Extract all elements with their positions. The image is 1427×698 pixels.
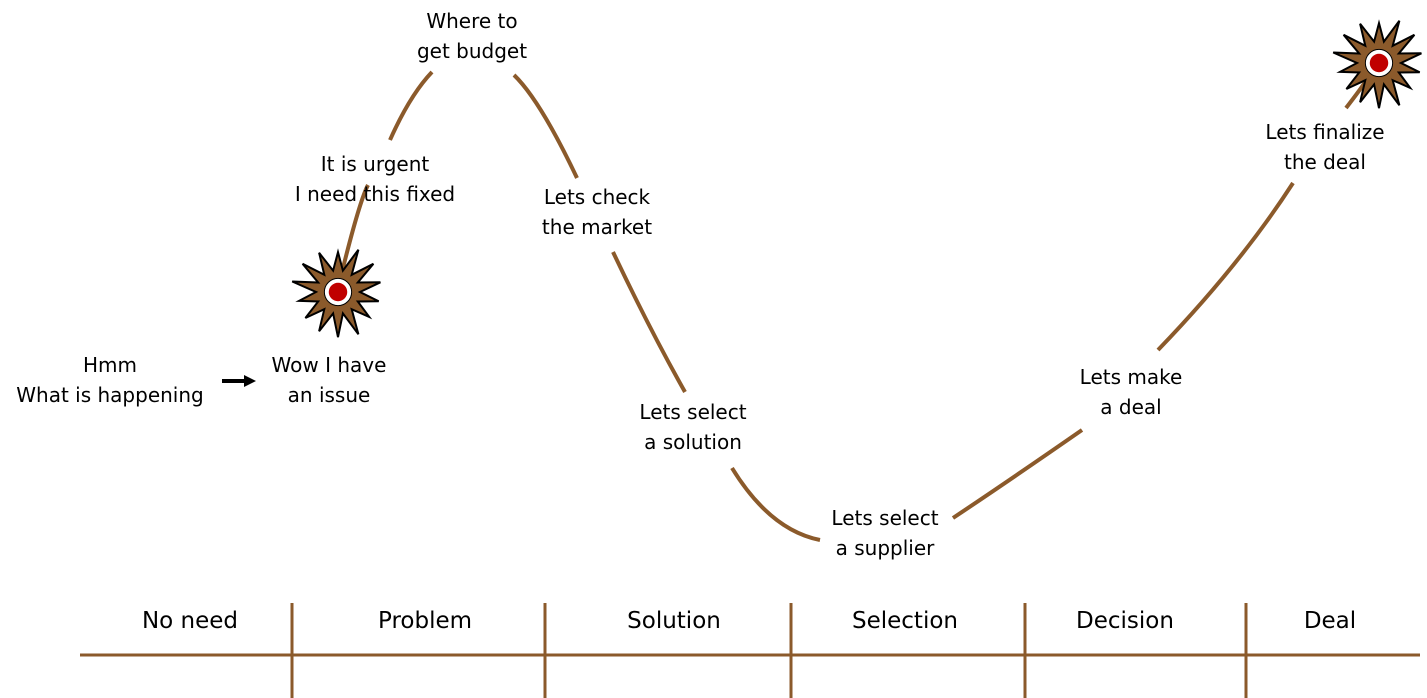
burst-icon (291, 248, 381, 338)
stage-problem: Problem (377, 608, 473, 634)
curve-segment-rise (341, 184, 370, 269)
curve-segment-peak-right (512, 73, 579, 179)
label-issue: Wow I have an issue (271, 353, 387, 407)
label-market: Lets check the market (541, 185, 653, 239)
label-budget: Where to get budget (416, 9, 528, 63)
label-deal: Lets make a deal (1079, 365, 1183, 419)
curve-segment-peak-left (388, 70, 434, 141)
burst-center (1369, 53, 1389, 73)
curve-segment-climb (951, 428, 1084, 520)
label-urgent: It is urgent I need this fixed (294, 152, 456, 206)
curve-segment-descent (611, 251, 687, 393)
stage-decision: Decision (1076, 608, 1174, 634)
stage-solution: Solution (627, 608, 721, 634)
label-solution: Lets select a solution (639, 400, 747, 454)
stage-selection: Selection (852, 608, 958, 634)
curve-segment-ascent (1156, 181, 1295, 352)
stage-deal: Deal (1303, 608, 1357, 634)
stage-no-need: No need (141, 608, 239, 634)
burst-center (328, 282, 348, 302)
arrow-right-icon (222, 375, 256, 387)
label-finalize: Lets finalize the deal (1265, 120, 1385, 174)
burst-icon (1332, 19, 1422, 109)
label-hmm: Hmm What is happening (16, 353, 204, 407)
label-supplier: Lets select a supplier (831, 506, 939, 560)
stage-dividers (290, 603, 1248, 698)
curve-segment-trough (730, 466, 821, 542)
